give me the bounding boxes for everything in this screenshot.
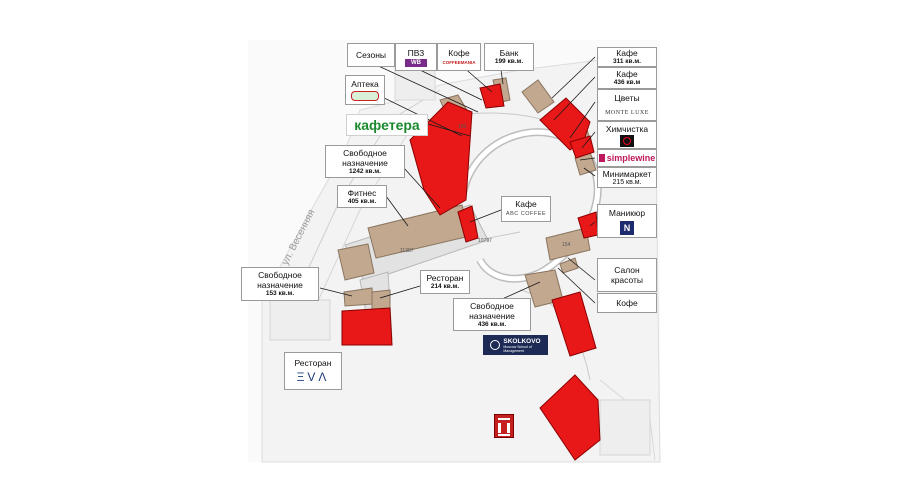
label-kofe-right[interactable]: Кофе xyxy=(597,293,657,313)
label-kofe-top-text: Кофе xyxy=(448,48,470,58)
label-kafe-436[interactable]: Кафе 436 кв.м xyxy=(597,67,657,89)
label-minimarket[interactable]: Минимаркет 215 кв.м. xyxy=(597,167,657,188)
simplewine-icon xyxy=(598,154,605,162)
label-pvz[interactable]: ПВЗ WB xyxy=(395,43,437,71)
label-free-153-area: 153 кв.м. xyxy=(265,290,295,297)
label-kafe-436-area: 436 кв.м xyxy=(613,79,641,86)
manikur-logo-icon: N xyxy=(620,220,634,235)
area-tag-1: 11387 xyxy=(400,248,414,254)
label-free-436[interactable]: Свободное назначение 436 кв.м. xyxy=(453,298,531,331)
skolkovo-crest-icon xyxy=(490,340,501,350)
label-manikur-text: Маникюр xyxy=(608,207,646,218)
leader-lines xyxy=(319,56,596,304)
label-restoran-214[interactable]: Ресторан 214 кв.м. xyxy=(420,270,470,294)
area-tag-4: 154 xyxy=(562,242,571,248)
label-simplewine[interactable]: simplewine xyxy=(597,149,657,167)
apteka-logo-icon xyxy=(351,91,379,101)
abc-coffee-logo: ABC COFFEE xyxy=(505,211,547,217)
label-free-1242[interactable]: Свободное назначение 1242 кв.м. xyxy=(325,145,405,178)
label-pvz-text: ПВЗ xyxy=(407,47,425,58)
label-restoran-eva[interactable]: Ресторан ΞVΛ xyxy=(284,352,342,390)
unit-kafe-east-red[interactable] xyxy=(539,97,591,151)
label-manikur[interactable]: Маникюр N xyxy=(597,204,657,238)
label-free-153[interactable]: Свободное назначение 153 кв.м. xyxy=(241,267,319,301)
wildberries-logo: WB xyxy=(405,58,427,67)
label-minimarket-text: Минимаркет xyxy=(602,168,652,179)
label-kafe-311-area: 311 кв.м. xyxy=(613,58,641,65)
label-kafe-abc[interactable]: Кафе ABC COFFEE xyxy=(501,196,551,222)
label-free-153-text: Свободное назначение xyxy=(257,270,303,290)
label-minimarket-area: 215 кв.м. xyxy=(612,178,642,186)
himchistka-logo-icon xyxy=(620,134,634,147)
label-free-436-area: 436 кв.м. xyxy=(477,320,507,328)
label-fitnes[interactable]: Фитнес 405 кв.м. xyxy=(337,185,387,208)
eva-logo: ΞVΛ xyxy=(296,370,330,384)
unit-fitnes[interactable] xyxy=(337,243,375,281)
label-salon-text: Салон красоты xyxy=(610,265,644,285)
label-kofe-top[interactable]: Кофе COFFEEMANIA xyxy=(437,43,481,71)
label-kafetera[interactable]: кафетера xyxy=(346,114,428,136)
label-fitnes-area: 405 кв.м. xyxy=(347,197,377,205)
unit-top-red[interactable] xyxy=(479,83,505,109)
label-free-1242-text: Свободное назначение xyxy=(342,147,388,168)
label-himchistka[interactable]: Химчистка xyxy=(597,121,657,149)
label-apteka-text: Аптека xyxy=(351,79,379,89)
label-apteka[interactable]: Аптека xyxy=(345,75,385,105)
red-building-logo-icon[interactable] xyxy=(494,414,514,438)
label-bank[interactable]: Банк 199 кв.м. xyxy=(484,43,534,71)
kafetera-logo: кафетера xyxy=(354,117,420,133)
label-restoran-214-text: Ресторан xyxy=(426,273,464,283)
label-sezony[interactable]: Сезоны xyxy=(347,43,395,67)
label-cvety[interactable]: Цветы MONTE LUXE xyxy=(597,89,657,121)
label-kafe-311-text: Кафе xyxy=(616,48,638,58)
label-skolkovo[interactable]: SKOLKOVO Moscow School of Management xyxy=(483,335,548,355)
area-tag-2: 10797 xyxy=(478,238,492,244)
label-kafe-311[interactable]: Кафе 311 кв.м. xyxy=(597,47,657,67)
unit-restoran-eva-red[interactable] xyxy=(341,307,393,346)
label-sezony-text: Сезоны xyxy=(355,50,386,60)
simplewine-logo: simplewine xyxy=(606,153,656,163)
monte-luxe-logo: MONTE LUXE xyxy=(605,109,649,116)
label-restoran-eva-text: Ресторан xyxy=(294,358,332,368)
unit-south-red[interactable] xyxy=(551,291,597,357)
label-kafe-abc-text: Кафе xyxy=(515,199,537,209)
unit-south-corner-red[interactable] xyxy=(539,374,601,461)
label-free-1242-area: 1242 кв.м. xyxy=(349,167,381,175)
unit-bank[interactable] xyxy=(521,79,555,114)
label-bank-area: 199 кв.м. xyxy=(494,58,524,65)
label-himchistka-text: Химчистка xyxy=(605,123,649,134)
coffeemania-logo: COFFEEMANIA xyxy=(442,60,476,65)
label-restoran-214-area: 214 кв.м. xyxy=(430,283,460,290)
label-salon[interactable]: Салон красоты xyxy=(597,258,657,292)
skolkovo-sub: Moscow School of Management xyxy=(503,344,532,353)
area-tag-3: 195 xyxy=(458,124,467,130)
label-cvety-text: Цветы xyxy=(614,92,640,103)
label-fitnes-text: Фитнес xyxy=(347,187,377,198)
label-bank-text: Банк xyxy=(499,48,519,58)
label-kafe-436-text: Кафе xyxy=(616,69,638,79)
label-kofe-right-text: Кофе xyxy=(616,298,638,308)
label-free-436-text: Свободное назначение xyxy=(469,300,515,321)
skolkovo-logo: SKOLKOVO xyxy=(503,337,541,345)
unit-salon-row[interactable] xyxy=(545,227,591,261)
unit-kafe-abc-red[interactable] xyxy=(457,205,479,243)
